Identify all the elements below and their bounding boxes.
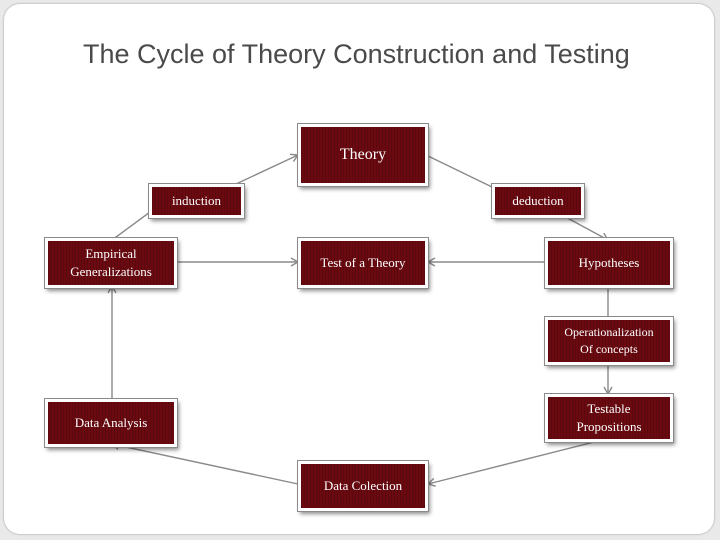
node-operationalization: Operationalization Of concepts [544,316,674,366]
node-deduction: deduction [491,183,585,219]
connector-theory-to-deduction [425,154,493,188]
node-data-analysis: Data Analysis [44,398,178,448]
node-hypotheses: Hypotheses [544,237,674,289]
connector-induction-to-theory [235,153,300,185]
node-empirical-generalizations: Empirical Generalizations [44,237,178,289]
connector-empirical-to-induction [111,211,151,241]
node-testable-propositions: Testable Propositions [544,393,674,443]
slide-title: The Cycle of Theory Construction and Tes… [83,39,630,69]
connector-collection-to-analysis [110,440,299,485]
slide: The Cycle of Theory Construction and Tes… [4,4,714,534]
node-test-of-theory: Test of a Theory [297,237,429,289]
connector-testable-to-collection [426,437,611,487]
connector-lines [107,153,613,487]
node-data-collection: Data Colection [297,460,429,512]
node-induction: induction [148,183,245,219]
node-theory: Theory [297,123,429,187]
connector-deduction-to-hypotheses [559,213,610,241]
